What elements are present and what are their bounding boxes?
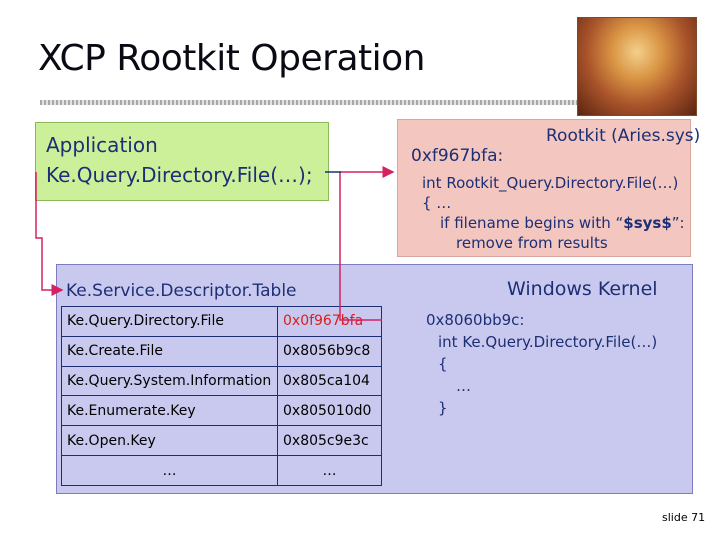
syscall-address: 0x8056b9c8	[277, 335, 382, 367]
kernel-code-line2: {	[438, 355, 448, 373]
rootkit-code-line4: remove from results	[456, 234, 608, 252]
kernel-title: Windows Kernel	[507, 278, 658, 300]
kernel-code-line1: int Ke.Query.Directory.File(…)	[438, 333, 658, 351]
rootkit-code-line2: { …	[422, 194, 452, 212]
syscall-address-hooked: 0x0f967bfa	[277, 306, 382, 337]
syscall-name: Ke.Query.Directory.File	[61, 306, 278, 337]
syscall-address: 0x805ca104	[277, 365, 382, 397]
sdt-to-rootkit-arrow	[339, 166, 395, 321]
rootkit-box: Rootkit (Aries.sys) 0xf967bfa: int Rootk…	[397, 119, 700, 257]
table-row: Ke.Create.File 0x8056b9c8	[61, 335, 382, 367]
slide-number: slide 71	[662, 511, 706, 524]
application-label: Application	[46, 133, 158, 157]
table-row: Ke.Enumerate.Key 0x805010d0	[61, 395, 382, 427]
rootkit-address: 0xf967bfa:	[411, 146, 504, 166]
table-row: Ke.Query.System.Information 0x805ca104	[61, 365, 382, 397]
table-row: Ke.Open.Key 0x805c9e3c	[61, 425, 382, 457]
rootkit-code-line3: if filename begins with “$sys$”:	[440, 214, 685, 232]
service-descriptor-table: Ke.Query.Directory.File 0x0f967bfa Ke.Cr…	[61, 306, 382, 486]
rootkit-code-line3-prefix: if filename begins with “	[440, 214, 624, 232]
kernel-code-line3: …	[456, 377, 471, 395]
title-divider	[40, 100, 610, 105]
kernel-code-address: 0x8060bb9c:	[426, 311, 525, 329]
syscall-name: Ke.Query.System.Information	[61, 365, 278, 397]
slide-illustration	[577, 17, 697, 116]
syscall-address: 0x805c9e3c	[277, 425, 382, 457]
table-row: Ke.Query.Directory.File 0x0f967bfa	[61, 306, 382, 337]
slide-title: XCP Rootkit Operation	[38, 38, 425, 79]
application-call: Ke.Query.Directory.File(…);	[46, 163, 313, 187]
sdt-title: Ke.Service.Descriptor.Table	[66, 281, 297, 301]
rootkit-code-line3-suffix: ”:	[671, 214, 685, 232]
syscall-name: Ke.Create.File	[61, 335, 278, 367]
syscall-name: Ke.Enumerate.Key	[61, 395, 278, 427]
app-to-sdt-arrow	[35, 172, 64, 296]
table-row: … …	[61, 455, 382, 486]
syscall-address-ellipsis: …	[277, 455, 382, 486]
sys-prefix-highlight: $sys$	[623, 214, 672, 232]
rootkit-code-line1: int Rootkit_Query.Directory.File(…)	[422, 174, 679, 192]
rootkit-title: Rootkit (Aries.sys)	[546, 126, 701, 146]
kernel-code-line4: }	[438, 399, 448, 417]
application-box: Application Ke.Query.Directory.File(…);	[35, 122, 329, 201]
